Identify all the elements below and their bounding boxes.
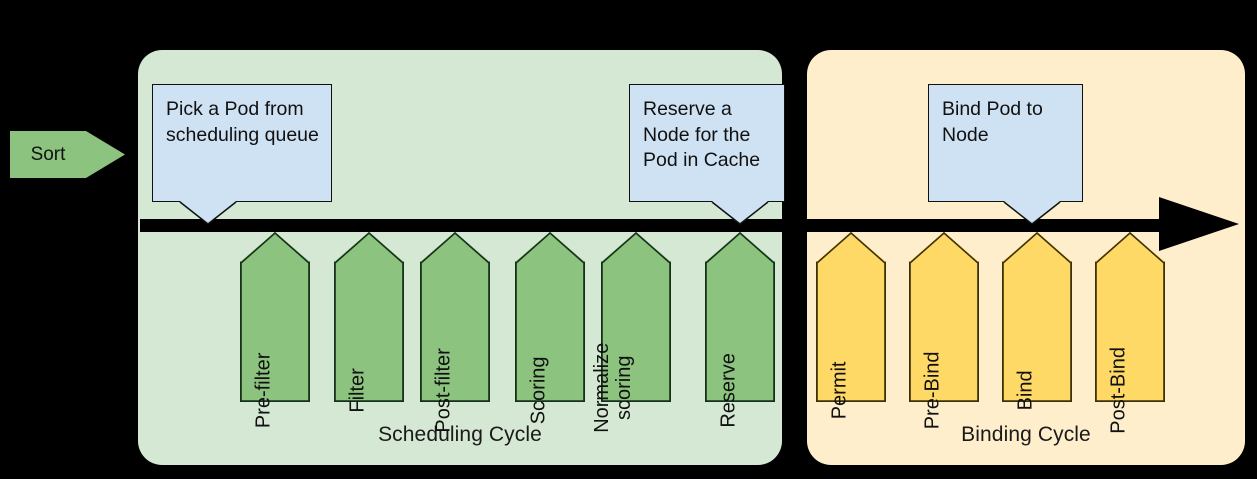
sort-arrow: Sort	[10, 131, 125, 178]
callout-tail	[180, 201, 236, 224]
plugin-post-filter: Post-filter	[420, 232, 490, 432]
plugin-label: Bind	[1014, 369, 1037, 411]
timeline-bar	[140, 219, 1162, 232]
callout-text: Pick a Pod from scheduling queue	[166, 98, 319, 146]
binding-cycle-label: Binding Cycle	[961, 423, 1091, 446]
plugin-label: Post-filter	[432, 347, 455, 433]
plugin-shape	[909, 232, 979, 402]
plugin-scoring: Scoring	[515, 232, 585, 424]
plugin-shape	[334, 232, 404, 402]
plugin-normalize-scoring: Normalize scoring	[591, 232, 671, 433]
plugin-label: Normalize scoring	[591, 342, 636, 434]
sort-arrow-label: Sort	[30, 143, 66, 165]
plugin-shape	[1002, 232, 1072, 402]
callout-box	[928, 84, 1083, 202]
callout-box	[152, 84, 332, 202]
plugin-label: Pre-Bind	[921, 351, 944, 429]
callout-text: Bind Pod to Node	[942, 98, 1043, 146]
plugin-reserve: Reserve	[705, 232, 775, 427]
plugin-label: Reserve	[717, 352, 740, 428]
plugin-pre-bind: Pre-Bind	[909, 232, 979, 429]
callout-reserve-node: Reserve a Node for the Pod in Cache	[629, 84, 785, 225]
callout-pick-pod: Pick a Pod from scheduling queue	[152, 84, 332, 225]
right-arrowhead-icon	[1159, 197, 1239, 251]
plugin-shape	[816, 232, 886, 402]
callout-text: Reserve a Node for the Pod in Cache	[643, 98, 761, 172]
plugin-label: Post-Bind	[1107, 346, 1130, 434]
plugin-label: Permit	[828, 361, 851, 419]
callout-box	[629, 84, 785, 202]
plugin-shape	[240, 232, 310, 402]
plugin-label: Scoring	[527, 356, 550, 424]
scheduling-cycle-label: Scheduling Cycle	[378, 423, 542, 446]
plugin-bind: Bind	[1002, 232, 1072, 410]
callout-tail	[1004, 201, 1060, 224]
plugin-shape	[705, 232, 775, 402]
callout-tail	[712, 201, 768, 224]
plugin-post-bind: Post-Bind	[1095, 232, 1165, 433]
plugin-pre-filter: Pre-filter	[240, 232, 310, 428]
plugin-label: Pre-filter	[252, 352, 275, 428]
plugin-filter: Filter	[334, 232, 404, 412]
callout-bind-pod: Bind Pod to Node	[928, 84, 1083, 225]
plugin-shape	[515, 232, 585, 402]
plugin-shape	[420, 232, 490, 402]
plugin-label: Filter	[346, 367, 369, 413]
plugin-permit: Permit	[816, 232, 886, 419]
plugin-shape	[1095, 232, 1165, 402]
